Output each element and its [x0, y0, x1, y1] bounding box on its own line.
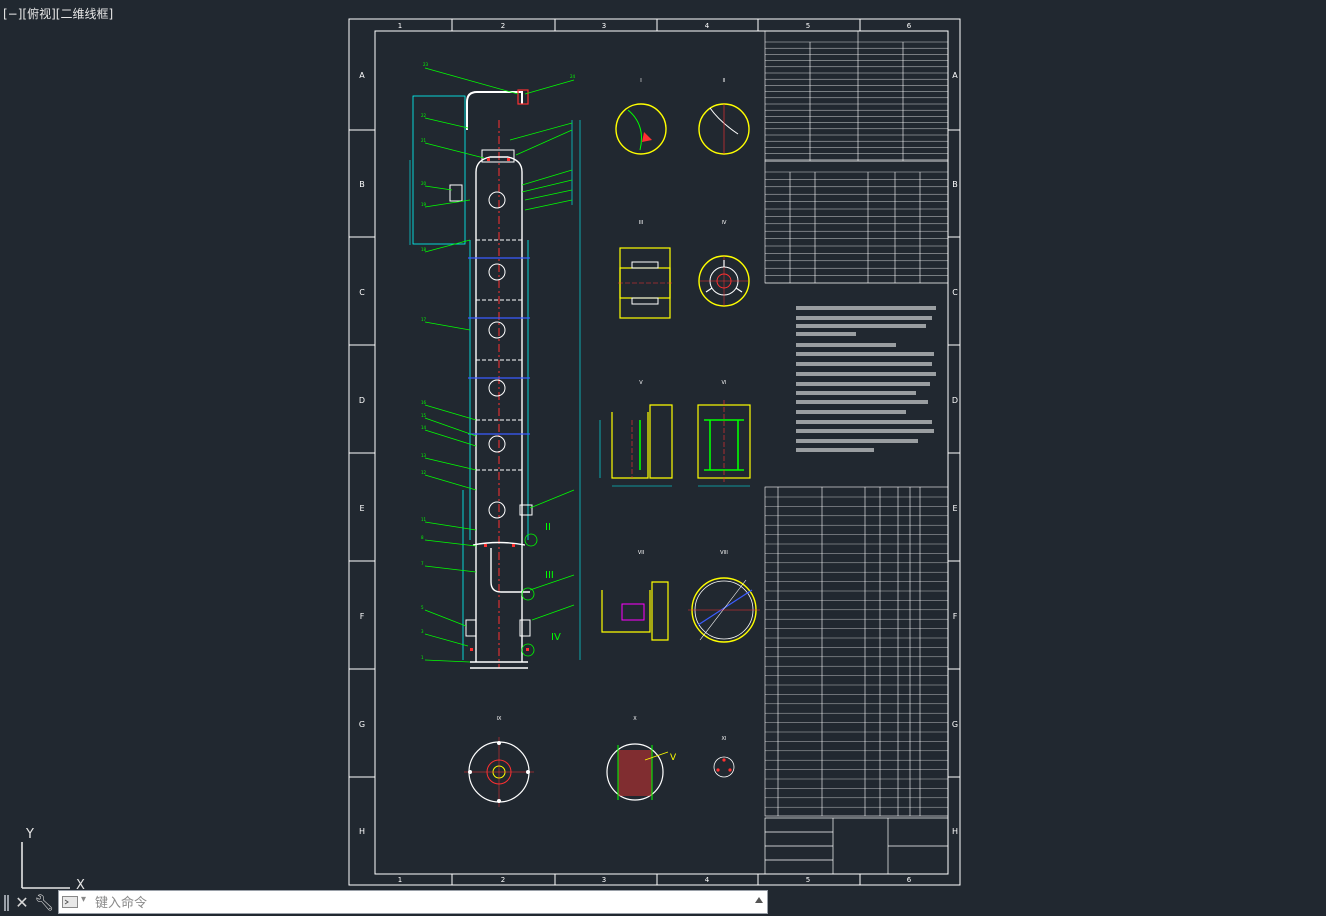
view-mark: V	[670, 753, 677, 763]
col-label-top: 2	[501, 22, 505, 30]
svg-text:15: 15	[421, 413, 427, 418]
view-title: III	[639, 220, 643, 226]
svg-text:22: 22	[421, 113, 427, 118]
viewport-controls-label[interactable]: [−][俯视][二维线框]	[3, 7, 114, 21]
col-label-bottom: 5	[806, 876, 810, 884]
design-data-table	[764, 30, 949, 162]
col-label-bottom: 3	[602, 876, 606, 884]
tower-main-view: 23 24 22 21 20 19 18 17 16 15 14 13 12 11 8 7 5 3…	[409, 62, 581, 669]
command-line-bar: ✕ 🔧︎ ▾	[0, 889, 770, 916]
row-label-right: E	[952, 504, 957, 513]
col-label-top: 5	[806, 22, 810, 30]
detail-views: V I II III IV V VI VII VIII IX X XI	[464, 78, 760, 807]
recent-commands-dropdown-icon[interactable]: ▾	[81, 894, 87, 905]
svg-text:16: 16	[421, 400, 427, 405]
view-title: VI	[722, 380, 727, 386]
view-title: VIII	[720, 550, 728, 556]
col-label-bottom: 6	[907, 876, 912, 884]
svg-text:5: 5	[421, 605, 424, 610]
svg-text:3: 3	[421, 629, 424, 634]
svg-text:21: 21	[421, 138, 427, 143]
col-label-bottom: 1	[398, 876, 402, 884]
row-label-left: A	[359, 71, 365, 80]
close-icon[interactable]: ✕	[15, 893, 29, 912]
svg-text:20: 20	[421, 181, 427, 186]
command-input-field[interactable]: ▾	[58, 890, 768, 914]
row-label-right: B	[952, 180, 958, 189]
parts-list-table	[764, 486, 949, 817]
svg-text:23: 23	[423, 62, 429, 67]
svg-text:13: 13	[421, 453, 427, 458]
row-label-left: H	[359, 827, 365, 836]
command-history-up-icon[interactable]	[755, 897, 763, 903]
ucs-x-label: X	[76, 878, 85, 893]
row-label-right: G	[952, 720, 958, 729]
ucs-icon	[21, 842, 70, 889]
ucs-y-label: Y	[25, 827, 34, 842]
col-label-bottom: 4	[705, 876, 710, 884]
view-title: IX	[497, 716, 502, 722]
svg-text:11: 11	[421, 517, 427, 522]
svg-text:7: 7	[421, 561, 424, 566]
svg-text:8: 8	[421, 535, 424, 540]
view-title: XI	[722, 736, 727, 742]
row-label-left: B	[359, 180, 365, 189]
title-block	[764, 817, 949, 875]
callout-label: III	[545, 570, 554, 581]
view-title: IV	[722, 220, 727, 226]
col-label-top: 6	[907, 22, 912, 30]
sheet-frame	[348, 18, 961, 886]
col-label-top: 4	[705, 22, 710, 30]
view-title: VII	[638, 550, 644, 556]
col-label-bottom: 2	[501, 876, 505, 884]
row-label-left: F	[360, 612, 365, 621]
svg-text:19: 19	[421, 202, 427, 207]
view-title: V	[639, 380, 643, 386]
row-label-right: F	[953, 612, 958, 621]
row-label-left: D	[359, 396, 365, 405]
technical-notes	[796, 306, 936, 452]
row-label-right: H	[952, 827, 958, 836]
row-label-right: A	[952, 71, 958, 80]
row-label-right: D	[952, 396, 958, 405]
row-label-left: C	[359, 288, 365, 297]
col-label-top: 3	[602, 22, 606, 30]
row-label-right: C	[952, 288, 958, 297]
svg-text:14: 14	[421, 425, 427, 430]
svg-text:18: 18	[421, 247, 427, 252]
row-label-left: E	[359, 504, 364, 513]
col-label-top: 1	[398, 22, 402, 30]
command-prompt-icon[interactable]	[62, 896, 78, 908]
svg-text:1: 1	[421, 655, 424, 660]
view-title: II	[723, 78, 726, 84]
wrench-icon[interactable]: 🔧︎	[34, 893, 55, 912]
row-label-left: G	[359, 720, 365, 729]
svg-text:24: 24	[570, 74, 576, 79]
command-input[interactable]	[93, 892, 747, 914]
view-title: I	[640, 78, 641, 84]
drag-grip-icon[interactable]	[4, 895, 9, 911]
callout-label: II	[545, 522, 551, 533]
svg-text:12: 12	[421, 470, 427, 475]
view-title: X	[633, 716, 637, 722]
svg-text:17: 17	[421, 317, 427, 322]
callout-label: IV	[551, 632, 561, 643]
